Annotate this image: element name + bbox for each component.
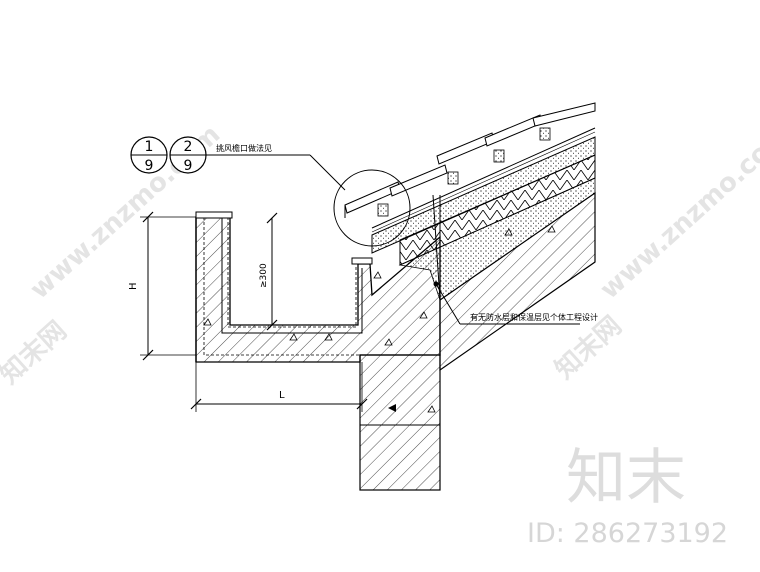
dimension-width: L [190,362,368,412]
roof-layers [371,127,596,372]
detail-ref-2-sheet: 9 [184,158,193,174]
height-dim-label: H [128,282,139,290]
waterproof-note-text: 有无防水层和保温层见个体工程设计 [470,312,598,322]
watermark-brand-text: 知末网 [0,316,73,390]
wall-section [359,354,441,491]
detail-reference-2: 2 9 [169,136,207,174]
brand-logo-text: 知末 [566,443,686,513]
detail-ref-1-number: 1 [145,139,154,155]
dimension-height: H [128,211,196,361]
concrete-slab-and-gutter [195,211,441,413]
detail-reference-1: 1 9 [130,136,168,174]
dimension-depth: ≥300 [259,212,278,331]
image-id-text: ID: 286273192 [527,518,728,549]
detail-ref-2-number: 2 [184,139,193,155]
eave-note-text: 挑风檐口做法见 [216,143,272,153]
width-dim-label: L [279,390,285,401]
watermark-site-text-right: www.znzmo.com [595,119,760,305]
eave-detail-callout: 挑风檐口做法见 [206,143,411,247]
detail-ref-1-sheet: 9 [145,158,154,174]
waterproof-note-callout: 有无防水层和保温层见个体工程设计 [433,281,598,325]
depth-dim-label: ≥300 [259,263,269,288]
